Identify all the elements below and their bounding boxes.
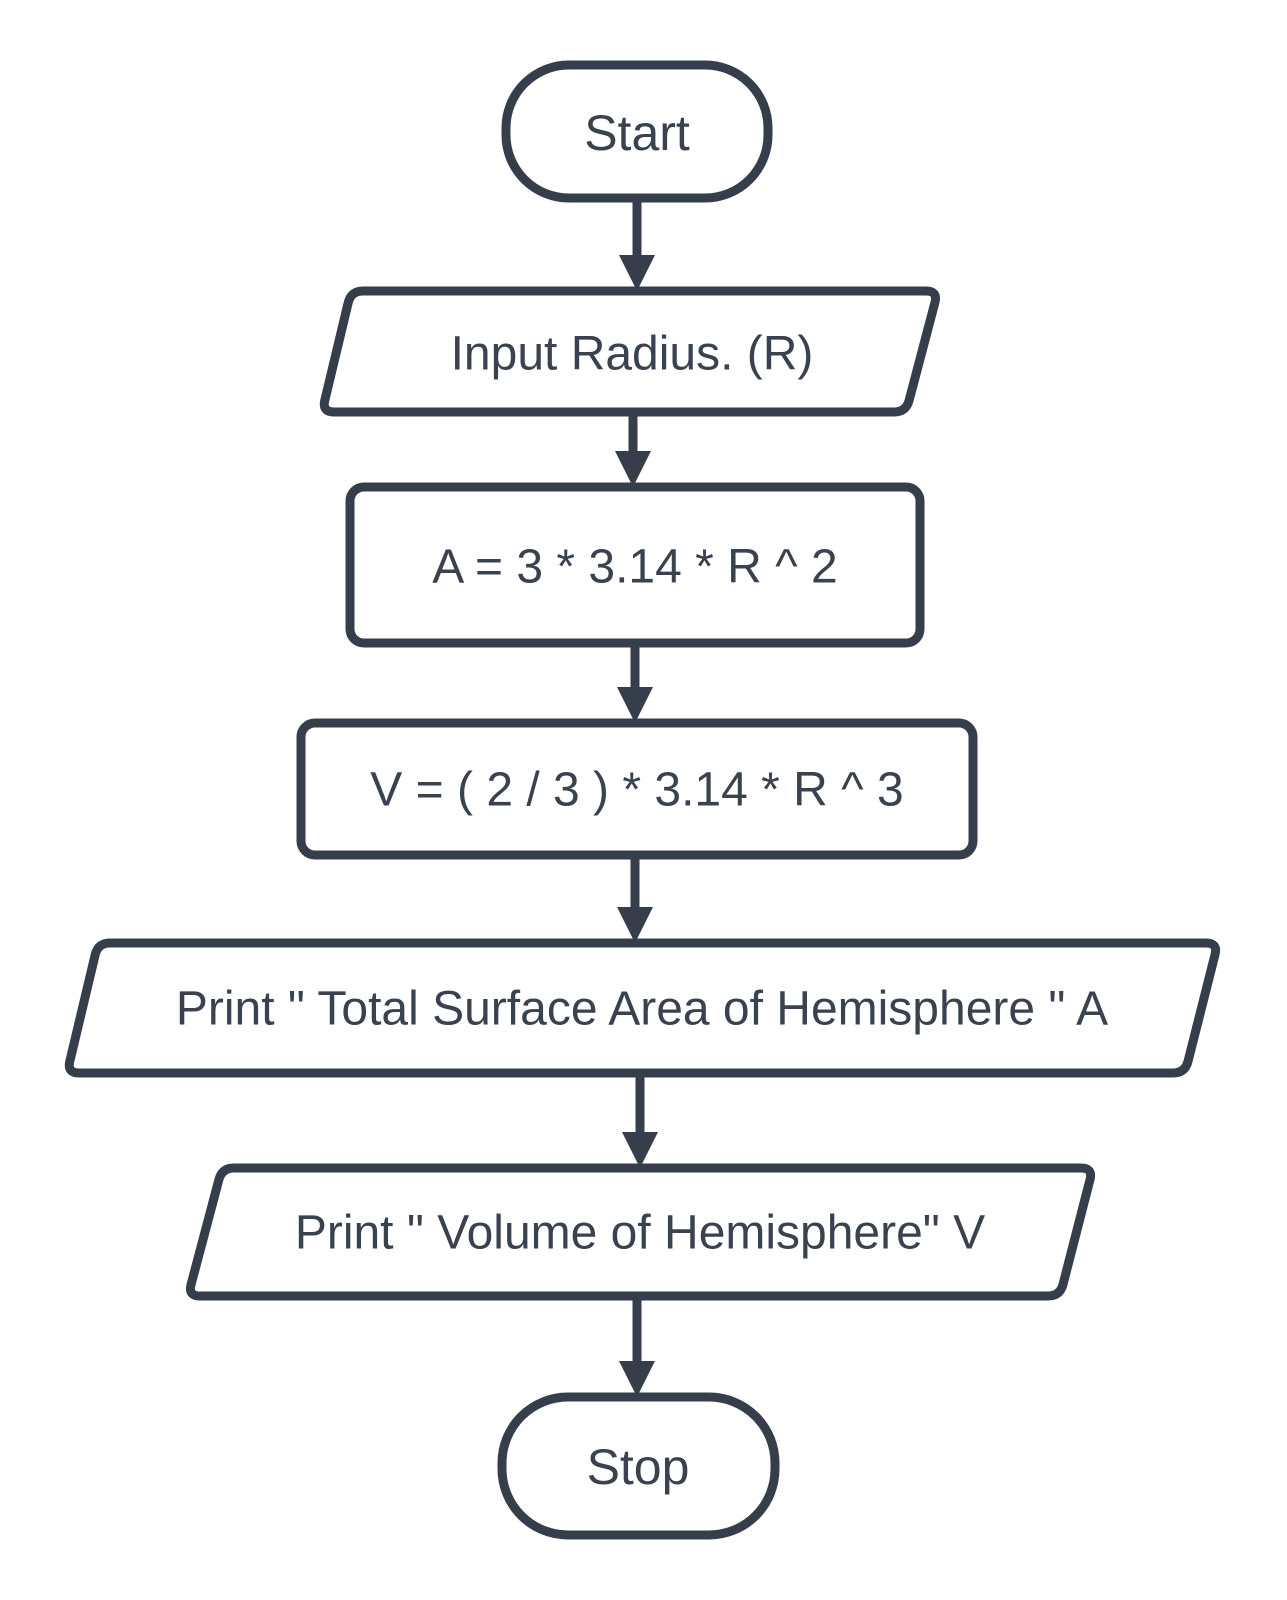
arrow-print-volume-to-stop xyxy=(619,1296,655,1397)
start-label: Start xyxy=(584,105,690,161)
stop-node: Stop xyxy=(497,1392,780,1540)
arrow-input-to-area xyxy=(615,412,651,487)
surface-area-formula-node: A = 3 * 3.14 * R ^ 2 xyxy=(345,482,925,648)
print-surface-area-node: Print " Total Surface Area of Hemisphere… xyxy=(64,938,1221,1078)
arrowhead xyxy=(617,687,653,723)
arrow-volume-to-print-area xyxy=(617,855,653,943)
arrowhead xyxy=(619,1361,655,1397)
print-volume-node: Print " Volume of Hemisphere" V xyxy=(185,1163,1096,1301)
input-radius-node: Input Radius. (R) xyxy=(319,286,941,417)
arrow-area-to-volume xyxy=(617,643,653,723)
arrowhead xyxy=(615,451,651,487)
arrow-start-to-input xyxy=(619,198,655,291)
parallelogram-shape xyxy=(185,1163,1096,1301)
print-volume-label: Print " Volume of Hemisphere" V xyxy=(295,1207,985,1260)
arrowhead xyxy=(617,907,653,943)
volume-formula-label: V = ( 2 / 3 ) * 3.14 * R ^ 3 xyxy=(370,764,903,817)
terminator-shape xyxy=(497,1392,780,1540)
print-surface-area-label: Print " Total Surface Area of Hemisphere… xyxy=(176,983,1108,1036)
volume-formula-node: V = ( 2 / 3 ) * 3.14 * R ^ 3 xyxy=(296,718,978,860)
start-node: Start xyxy=(501,60,773,203)
arrow-print-area-to-print-volume xyxy=(622,1073,658,1168)
parallelogram-shape xyxy=(64,938,1221,1078)
parallelogram-shape xyxy=(319,286,941,417)
surface-area-formula-label: A = 3 * 3.14 * R ^ 2 xyxy=(432,541,837,594)
stop-label: Stop xyxy=(587,1439,690,1495)
arrowhead xyxy=(622,1132,658,1168)
arrowhead xyxy=(619,255,655,291)
input-radius-label: Input Radius. (R) xyxy=(451,328,814,381)
